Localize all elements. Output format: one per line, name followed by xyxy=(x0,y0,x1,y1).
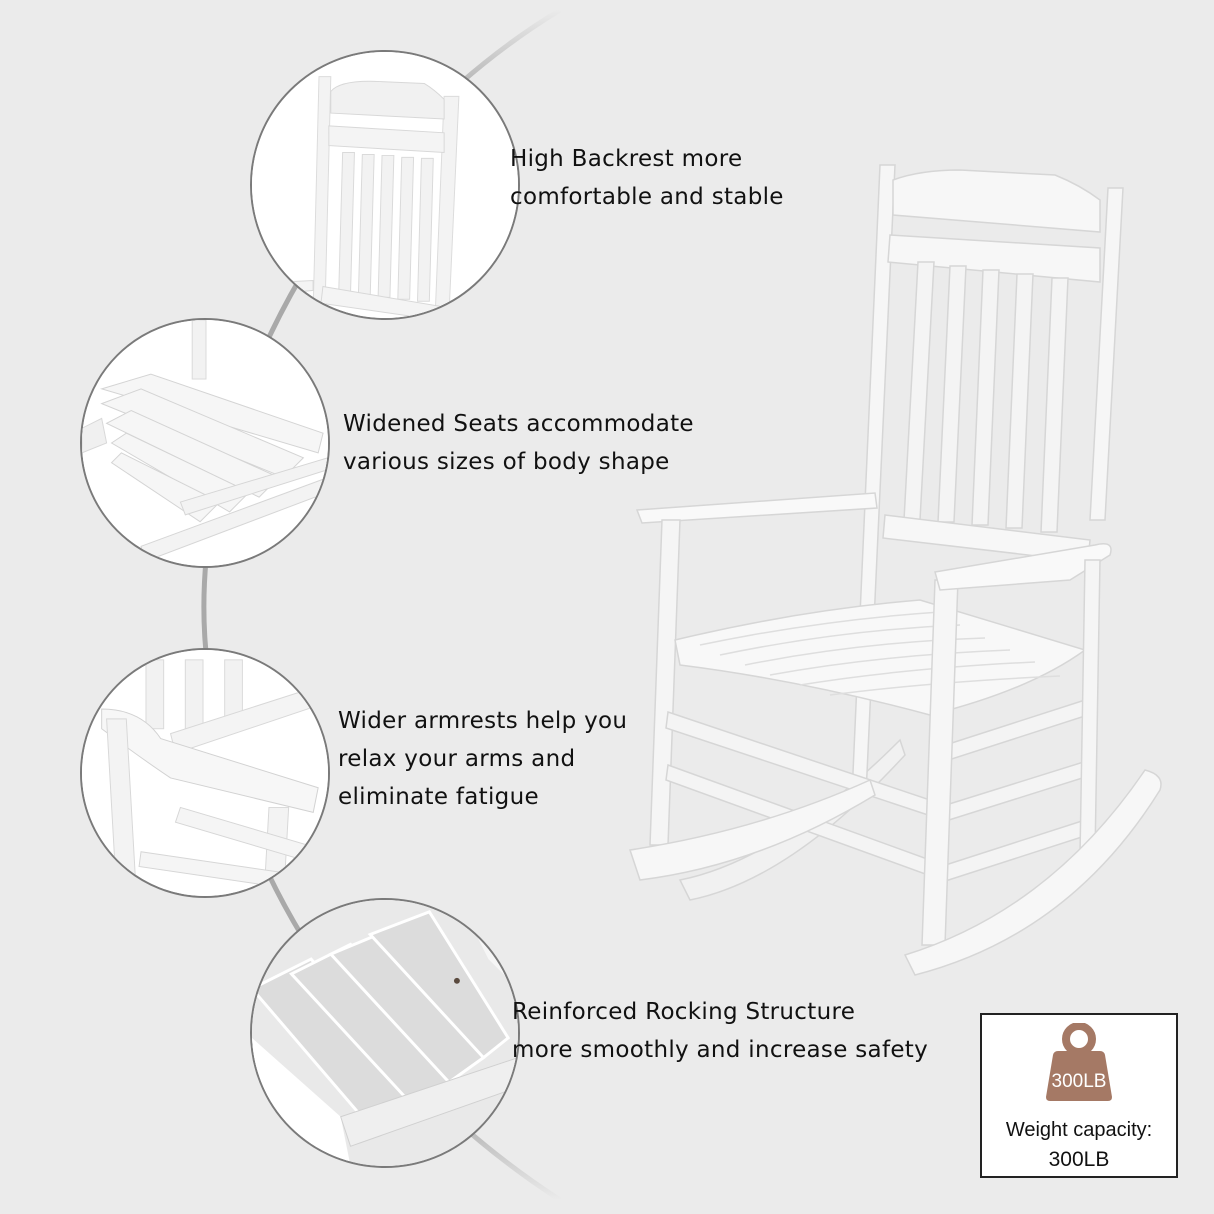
detail-circle-armrest xyxy=(80,648,330,898)
detail-circle-seat xyxy=(80,318,330,568)
feature-line: comfortable and stable xyxy=(510,184,784,210)
weight-capacity-label: Weight capacity: xyxy=(1005,1119,1153,1141)
feature-line: Reinforced Rocking Structure xyxy=(512,999,856,1025)
weight-capacity-caption: Weight capacity: 300LB xyxy=(982,1115,1176,1175)
armrest-detail-image xyxy=(82,650,328,896)
detail-circle-backrest xyxy=(250,50,520,320)
feature-line: High Backrest more xyxy=(510,146,743,172)
feature-line: more smoothly and increase safety xyxy=(512,1037,929,1063)
seat-detail-image xyxy=(82,320,328,566)
weight-icon xyxy=(1046,1023,1112,1101)
feature-line: eliminate fatigue xyxy=(338,784,539,810)
feature-line: relax your arms and xyxy=(338,746,576,772)
feature-text-seat: Widened Seats accommodate various sizes … xyxy=(343,405,694,481)
feature-text-armrest: Wider armrests help you relax your arms … xyxy=(338,702,627,816)
feature-line: Wider armrests help you xyxy=(338,708,628,734)
detail-circle-rocking-structure xyxy=(250,898,520,1168)
feature-text-backrest: High Backrest more comfortable and stabl… xyxy=(510,140,784,216)
rocking-structure-detail-image xyxy=(252,900,518,1166)
backrest-detail-image xyxy=(252,52,518,318)
weight-capacity-badge: 300LB Weight capacity: 300LB xyxy=(980,1013,1178,1178)
rocking-chair-product-image xyxy=(629,164,1162,976)
feature-line: Widened Seats accommodate xyxy=(343,411,694,437)
weight-icon-label: 300LB xyxy=(1051,1071,1107,1092)
weight-capacity-value: 300LB xyxy=(1048,1148,1110,1171)
feature-line: various sizes of body shape xyxy=(343,449,670,475)
feature-text-rocking-structure: Reinforced Rocking Structure more smooth… xyxy=(512,993,928,1069)
